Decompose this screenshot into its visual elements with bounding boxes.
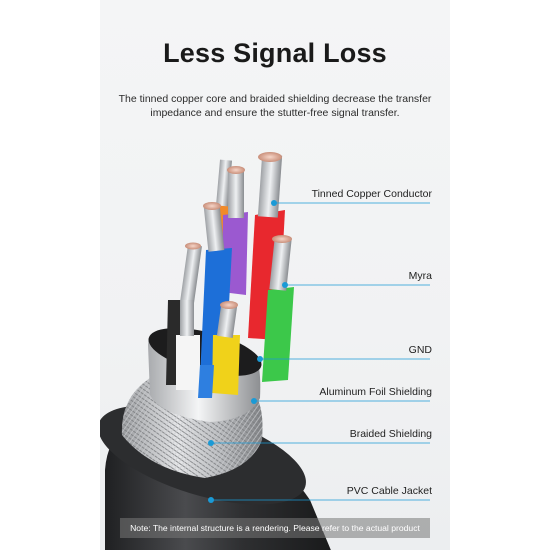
page-title: Less Signal Loss xyxy=(163,38,387,68)
blue-dot-icon xyxy=(282,282,288,288)
disclaimer-note: Note: The internal structure is a render… xyxy=(120,518,430,538)
cable-illustration xyxy=(100,152,430,550)
callout-line-braided-shielding xyxy=(208,440,430,446)
blue-dot-icon xyxy=(257,356,263,362)
wire-yellow xyxy=(212,301,240,395)
wire-small-blue xyxy=(198,365,214,398)
blue-dot-icon xyxy=(208,440,214,446)
blue-dot-icon xyxy=(251,398,257,404)
label-aluminum-foil-shielding: Aluminum Foil Shielding xyxy=(319,386,432,398)
blue-dot-icon xyxy=(208,497,214,503)
callout-line-tinned-copper-conductor xyxy=(271,200,430,206)
label-braided-shielding: Braided Shielding xyxy=(349,428,432,440)
callout-line-aluminum-foil xyxy=(251,398,430,404)
infographic-panel: Less Signal Loss The tinned copper core … xyxy=(100,0,450,550)
callout-line-pvc-jacket xyxy=(208,497,430,503)
callout-line-gnd xyxy=(257,356,430,362)
label-gnd: GND xyxy=(408,344,432,356)
label-tinned-copper-conductor: Tinned Copper Conductor xyxy=(311,188,432,200)
wire-green xyxy=(262,235,294,382)
wire-white xyxy=(176,300,200,390)
callout-line-myra xyxy=(282,282,430,288)
label-pvc-cable-jacket: PVC Cable Jacket xyxy=(346,485,432,497)
blue-dot-icon xyxy=(271,200,277,206)
page-subtitle: The tinned copper core and braided shiel… xyxy=(118,93,432,119)
label-myra: Myra xyxy=(408,270,432,282)
